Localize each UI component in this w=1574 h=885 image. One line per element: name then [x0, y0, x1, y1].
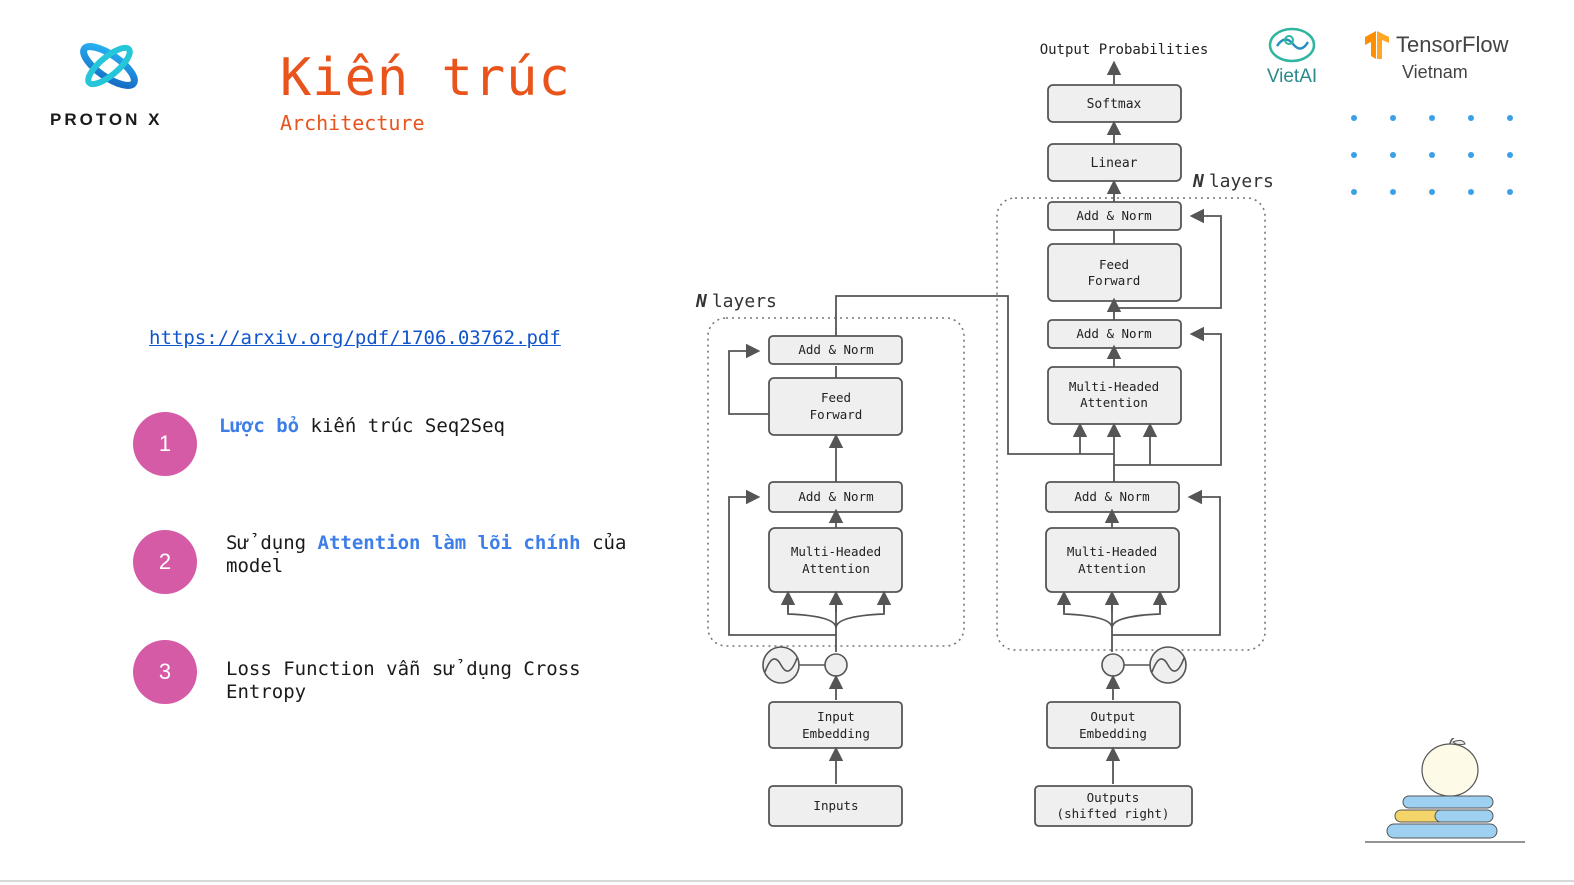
tensorflow-text: TensorFlow — [1396, 32, 1509, 57]
encoder-ff-line1: Feed — [821, 390, 851, 405]
decor-dot — [1507, 115, 1513, 121]
inputs-label: Inputs — [813, 798, 858, 813]
inputs-block — [768, 785, 903, 827]
output-probabilities-label: Output Probabilities — [1040, 42, 1209, 58]
encoder-self-attention — [768, 527, 903, 593]
tensorflow-vietnam-text: Vietnam — [1402, 62, 1468, 82]
point-number-1: 1 — [133, 412, 197, 476]
page-title: Kiến trúc — [280, 48, 571, 108]
decor-dot — [1351, 152, 1357, 158]
point-2-before: Sử dụng — [226, 532, 318, 554]
tensorflow-icon — [1365, 31, 1389, 59]
input-embedding-line2: Embedding — [802, 726, 870, 741]
decor-dot — [1351, 189, 1357, 195]
linear-label: Linear — [1091, 156, 1138, 171]
point-number-2: 2 — [133, 530, 197, 594]
bottom-divider — [0, 880, 1574, 882]
decoder-ff-line2: Forward — [1088, 273, 1141, 288]
point-2-after: của model — [226, 532, 627, 577]
decor-dot — [1390, 115, 1396, 121]
vietai-brain-icon — [1268, 27, 1316, 63]
input-embedding-line1: Input — [817, 709, 855, 724]
point-1-text: Lược bỏ kiến trúc Seq2Seq — [219, 415, 639, 438]
brand-name: PROTON X — [50, 110, 163, 129]
decoder-layer-container — [996, 197, 1266, 651]
decor-dot — [1390, 152, 1396, 158]
decor-dot — [1468, 115, 1474, 121]
page-subtitle: Architecture — [280, 111, 425, 135]
point-1-highlight: Lược bỏ — [219, 415, 300, 437]
encoder-attn-line2: Attention — [802, 561, 870, 576]
point-2-highlight: Attention làm lõi chính — [317, 532, 581, 554]
protonx-logo-mark — [80, 43, 138, 89]
point-2-text: Sử dụng Attention làm lõi chính của mode… — [226, 532, 656, 578]
decor-dot — [1507, 189, 1513, 195]
decoder-self-attn-line1: Multi-Headed — [1067, 544, 1157, 559]
output-embedding-line2: Embedding — [1079, 726, 1147, 741]
vietai-logo: VietAI — [1262, 26, 1322, 92]
decoder-add-norm-3-label: Add & Norm — [1076, 208, 1151, 223]
vietai-text: VietAI — [1266, 66, 1318, 87]
decoder-add-norm-1-label: Add & Norm — [1074, 489, 1149, 504]
decor-dot — [1507, 152, 1513, 158]
encoder-n-symbol: N — [695, 291, 708, 312]
decor-dot — [1351, 115, 1357, 121]
decoder-add-circle — [1101, 653, 1125, 677]
encoder-ff-line2: Forward — [810, 407, 863, 422]
decoder-cross-attn-line2: Attention — [1080, 395, 1148, 410]
decoder-layers-word: layers — [1209, 171, 1274, 192]
point-3-text: Loss Function vẫn sử dụng Cross Entropy — [226, 658, 581, 703]
decor-dot — [1390, 189, 1396, 195]
protonx-logo — [74, 36, 144, 96]
encoder-add-circle — [824, 653, 848, 677]
decoder-n-symbol: N — [1192, 171, 1205, 192]
books-apple-illustration — [1365, 735, 1525, 848]
decor-dot — [1429, 115, 1435, 121]
outputs-block — [1034, 785, 1193, 827]
books-apple-icon — [1365, 735, 1525, 843]
outputs-line1: Outputs — [1087, 790, 1140, 805]
point-number-3: 3 — [133, 640, 197, 704]
encoder-add-norm-2-label: Add & Norm — [798, 342, 873, 357]
outputs-line2: (shifted right) — [1057, 806, 1170, 821]
decoder-cross-attn-line1: Multi-Headed — [1069, 379, 1159, 394]
point-1-rest: kiến trúc Seq2Seq — [299, 415, 505, 437]
decor-dot — [1429, 189, 1435, 195]
paper-link[interactable]: https://arxiv.org/pdf/1706.03762.pdf — [149, 327, 561, 349]
encoder-add-norm-1-label: Add & Norm — [798, 489, 873, 504]
encoder-add-norm-2 — [768, 335, 903, 365]
softmax-label: Softmax — [1087, 97, 1142, 112]
decoder-self-attn-line2: Attention — [1078, 561, 1146, 576]
decor-dot — [1468, 152, 1474, 158]
decoder-self-attention — [1045, 527, 1180, 593]
encoder-attn-line1: Multi-Headed — [791, 544, 881, 559]
tensorflow-logo: TensorFlow Vietnam — [1360, 30, 1530, 86]
decoder-add-norm-2-label: Add & Norm — [1076, 326, 1151, 341]
decorative-dot-grid — [1351, 115, 1521, 200]
output-embedding-line1: Output — [1090, 709, 1135, 724]
decor-dot — [1429, 152, 1435, 158]
decor-dot — [1468, 189, 1474, 195]
encoder-layers-word: layers — [712, 291, 777, 312]
decoder-ff-line1: Feed — [1099, 257, 1129, 272]
